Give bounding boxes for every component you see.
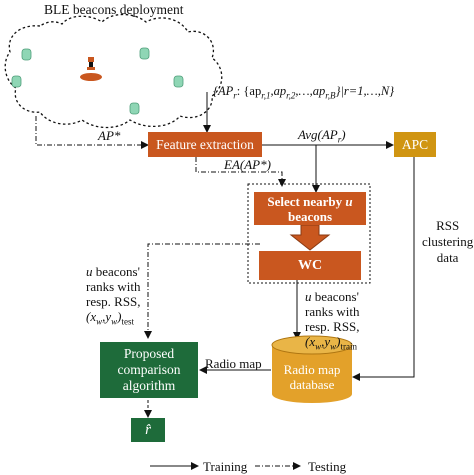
- deployment-cloud: [4, 13, 223, 129]
- legend-training-label: Training: [203, 459, 248, 474]
- selection-container: [247, 183, 371, 284]
- output-location-symbol: r̂: [145, 421, 151, 438]
- apc-box: APC: [394, 132, 436, 157]
- beacon-icon: [173, 75, 184, 88]
- user-icon: [80, 57, 102, 81]
- beacon-icon: [139, 47, 150, 60]
- database-label: Radio map database: [283, 362, 341, 392]
- feature-extraction-box: Feature extraction: [148, 132, 262, 157]
- ap-star-label: AP*: [98, 128, 121, 143]
- train-rank-label: u beacons' ranks with resp. RSS, (xw,yw)…: [305, 289, 360, 352]
- ea-label: EA(AP*): [224, 157, 271, 172]
- down-arrow-shape: [289, 224, 331, 251]
- ea-arrow: [195, 157, 286, 187]
- feature-extraction-label: Feature extraction: [156, 136, 254, 152]
- fingerprint-set-label: {APr: {apr,1,apr,2,…,apr,B}|r=1,…,N}: [213, 84, 395, 101]
- radio-map-database-shape: [271, 335, 353, 403]
- avg-label: Avg(APr): [298, 127, 346, 145]
- beacon-icon: [129, 102, 140, 115]
- output-location-box: r̂: [131, 418, 165, 442]
- wc-label: WC: [297, 257, 323, 273]
- proposed-algorithm-box: Proposed comparison algorithm: [100, 342, 198, 398]
- beacon-icon: [11, 75, 22, 88]
- test-path-arrow: [144, 243, 260, 339]
- test-rank-label: u beacons' ranks with resp. RSS, (xw,yw)…: [86, 264, 141, 327]
- apc-label: APC: [401, 136, 429, 152]
- radio-map-arrow-label: Radio map: [205, 356, 262, 371]
- select-nearby-box: Select nearby u beacons: [254, 192, 366, 225]
- legend-testing-label: Testing: [308, 459, 347, 474]
- rss-clustering-label: RSS clustering data: [422, 218, 474, 265]
- diagram-title: BLE beacons deployment: [44, 2, 184, 17]
- beacon-icon: [21, 48, 32, 61]
- wc-box: WC: [259, 251, 361, 280]
- ap-star-arrow: [35, 116, 149, 149]
- apc-to-db-arrow: [352, 157, 415, 381]
